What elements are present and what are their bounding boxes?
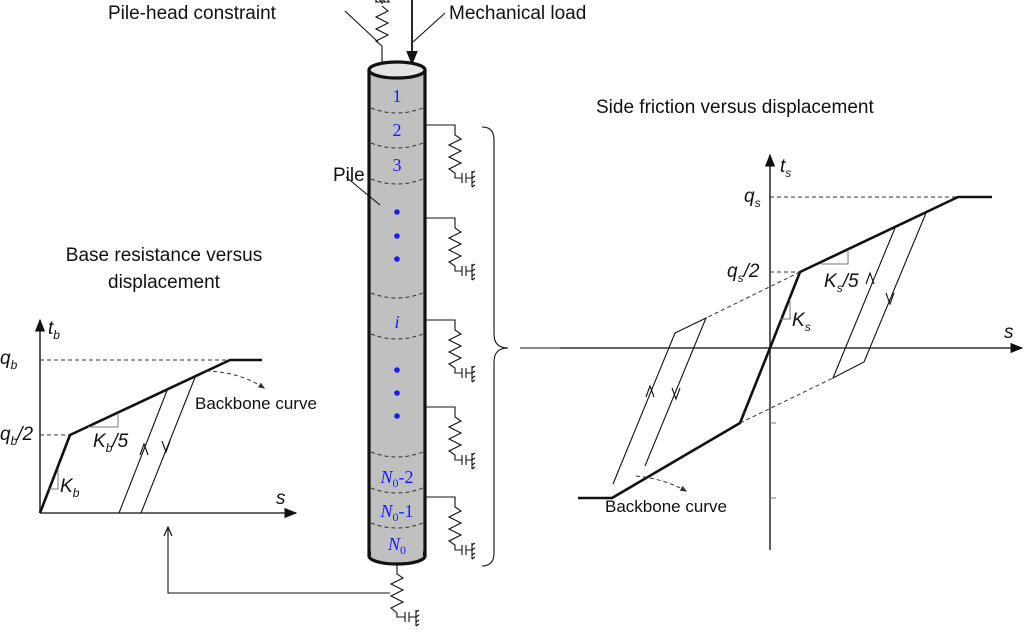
side-spring [425, 496, 476, 560]
segment-label: 2 [393, 120, 402, 140]
side-chart: ts s qs qs/2 Ks Ks/5 Backbone curve [560, 153, 1024, 550]
segment-label: i [394, 312, 399, 332]
base-chart-title-line1: Base resistance versus [66, 245, 262, 266]
base-kb-triangle [49, 470, 59, 490]
base-qb-label: qb [0, 348, 18, 372]
side-backbone-label: Backbone curve [605, 497, 727, 516]
segment-ellipsis-lower [394, 367, 400, 419]
side-chart-x-label: s [1004, 322, 1014, 343]
pile-head-spring [374, 0, 390, 64]
segment-label-n0-2: N0-2 [379, 467, 413, 490]
pile-head-constraint-leader [344, 10, 379, 43]
side-ks5-label: Ks/5 [824, 271, 859, 295]
base-spring [389, 564, 420, 627]
pile [367, 60, 427, 566]
side-spring [425, 124, 476, 188]
base-reload-arrow [139, 442, 149, 456]
base-backbone-label: Backbone curve [195, 394, 317, 413]
pile-head-constraint-label: Pile-head constraint [108, 3, 277, 24]
base-backbone-pointer [205, 370, 266, 389]
base-unload-arrow [161, 440, 171, 454]
segment-label: 1 [393, 86, 402, 106]
side-left-unload-arrow [671, 387, 681, 401]
segment-label: 3 [393, 155, 402, 175]
side-chart-y-label: ts [780, 156, 791, 180]
base-kb5-triangle [88, 413, 119, 428]
side-spring [425, 217, 476, 281]
side-lower-extension [739, 377, 834, 424]
segment-ellipsis-upper [394, 209, 400, 262]
side-right-unload-arrow [885, 292, 895, 306]
base-chart: tb s qb qb/2 Kb Kb/5 Backbone curve [0, 318, 317, 519]
side-qs-half-label: qs/2 [727, 261, 760, 285]
pile-top [367, 60, 427, 80]
segment-label-n0-1: N0-1 [379, 501, 413, 524]
side-upper-extension [705, 271, 801, 319]
side-right-reload-arrow [865, 271, 875, 285]
side-springs [425, 124, 476, 560]
side-ks5-triangle [821, 250, 849, 265]
pile-body [369, 70, 425, 556]
base-spring-connector [168, 528, 390, 594]
base-chart-title-line2: displacement [108, 272, 221, 293]
side-spring [425, 406, 476, 470]
base-kb5-label: Kb/5 [93, 431, 129, 455]
base-chart-x-label: s [276, 488, 286, 509]
base-backbone-curve [38, 358, 262, 514]
mechanical-load-leader [412, 12, 446, 43]
base-kb-label: Kb [60, 476, 80, 500]
side-chart-title: Side friction versus displacement [596, 97, 874, 118]
side-left-reload-arrow [645, 384, 655, 398]
side-spring [425, 319, 476, 383]
side-backbone-curve [578, 195, 992, 500]
base-qb-half-label: qb/2 [0, 424, 34, 448]
side-ks-label: Ks [792, 310, 811, 334]
side-springs-brace [481, 126, 509, 567]
base-chart-y-label: tb [48, 318, 60, 342]
mechanical-load-label: Mechanical load [449, 3, 586, 24]
side-ks-triangle [780, 299, 791, 320]
pile-label: Pile [333, 165, 365, 186]
pile-label-leader [345, 176, 381, 206]
side-left-hysteresis-loop [612, 316, 708, 485]
base-reload-path [118, 387, 169, 514]
segment-label-n0: N0 [387, 534, 406, 557]
side-right-hysteresis-loop [831, 212, 927, 380]
side-qs-label: qs [744, 186, 761, 210]
pile-segment-labels: 1 2 3 i N0-2 N0-1 N0 [379, 86, 413, 557]
